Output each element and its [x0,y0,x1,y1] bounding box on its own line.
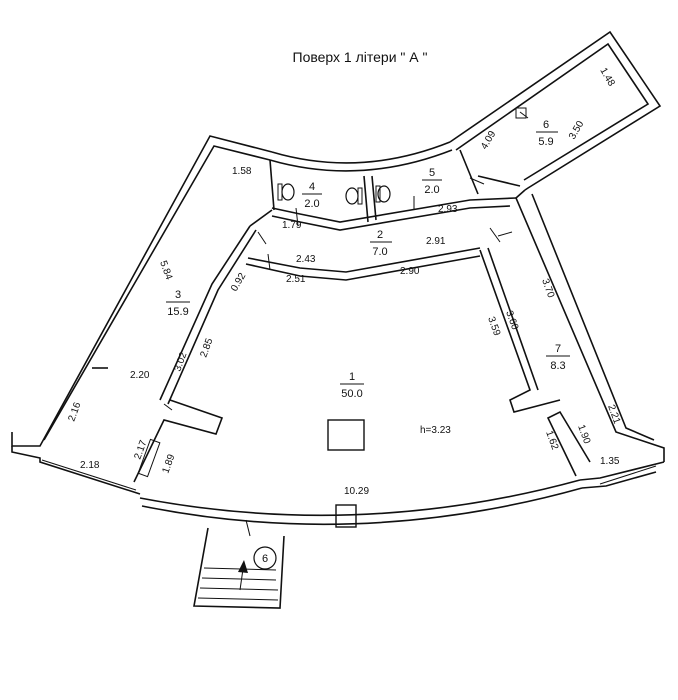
dimension-label: 1.89 [160,453,177,475]
dimension-label: 1.79 [282,220,302,231]
dimension-label: 2.20 [130,370,150,381]
room-number: 7 [555,343,561,355]
dimension-label: 5.84 [157,259,174,281]
room-1-label: 1 50.0 [340,371,364,400]
dimension-labels: 1.58 5.84 2.20 2.16 2.18 2.17 1.89 3.02 … [66,66,622,497]
room-number: 1 [349,371,355,383]
column [327,419,365,451]
room-5-label: 5 2.0 [422,167,442,196]
arrow-up-icon [238,560,248,573]
dimension-label: 3.50 [567,119,586,142]
room-7-label: 7 8.3 [546,343,570,372]
room-6-label: 6 5.9 [536,119,558,148]
window [137,438,161,478]
dimension-label: 2.91 [426,236,446,247]
room-area: 2.0 [424,184,439,196]
entrance-stairs: 6 [193,527,285,609]
dimension-label: 2.51 [286,274,306,285]
dimension-label: 2.18 [80,460,100,471]
dimension-label: 2.93 [438,204,458,215]
room-3-label: 3 15.9 [166,289,190,318]
dimension-label: 1.35 [600,456,620,467]
room-area: 2.0 [304,198,319,210]
room-area: 5.9 [538,136,553,148]
dimension-label: 2.85 [198,337,215,359]
dimension-label: 3.59 [485,315,502,337]
dimension-label: 1.48 [597,66,616,89]
interior-walls [92,149,561,483]
dimension-label: 1.58 [232,166,252,177]
ceiling-height: h=3.23 [420,425,451,436]
room-4-label: 4 2.0 [302,181,322,210]
room-number: 4 [309,181,315,193]
toilet-icon [277,183,295,201]
dimension-label: 1.62 [543,429,560,451]
toilet-icon-2 [375,185,391,203]
outer-walls [11,30,665,526]
entrance-marker-label: 6 [262,553,268,565]
room-area: 50.0 [341,388,362,400]
room-number: 5 [429,167,435,179]
room-number: 3 [175,289,181,301]
dimension-label: 2.16 [66,401,83,423]
entrance-marker-circle [253,546,277,570]
dimension-label: 2.90 [400,266,420,277]
plan-title: Поверх 1 літери " А " [293,49,428,65]
sink-basin-icon [345,187,363,205]
room-number: 6 [543,119,549,131]
dimension-label: 3.70 [539,277,556,299]
dimension-label: 0.92 [229,271,248,294]
opening-marks [245,107,529,537]
column-small [335,504,357,528]
room-area: 15.9 [167,306,188,318]
sink-icon [515,107,527,119]
room-2-label: 2 7.0 [370,229,392,258]
dimension-label: 10.29 [344,486,369,497]
room-number: 2 [377,229,383,241]
room-area: 7.0 [372,246,387,258]
room-area: 8.3 [550,360,565,372]
dimension-label: 2.43 [296,254,316,265]
